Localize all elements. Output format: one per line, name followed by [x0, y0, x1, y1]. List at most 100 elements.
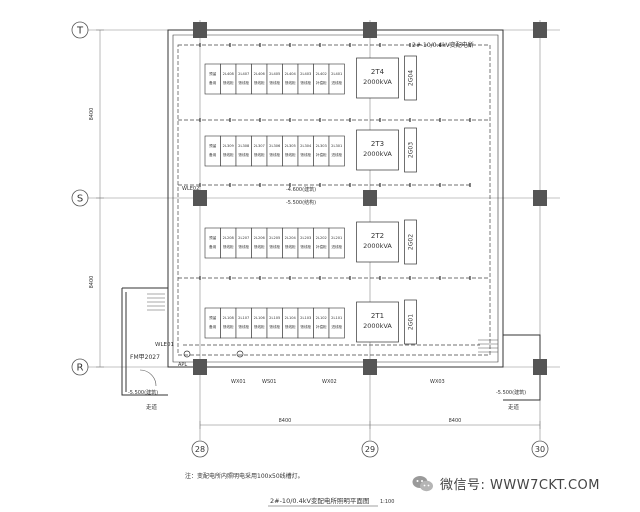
cell-code: 预留: [209, 71, 217, 76]
axis-label-S: S: [77, 194, 83, 205]
structural-columns: [193, 22, 547, 375]
cell-type: 馈线柜: [254, 324, 265, 329]
apl-label: APL: [178, 362, 187, 368]
cell-type: 馈线柜: [300, 80, 311, 85]
cell-code: 2L106: [254, 316, 266, 320]
cell-type: 馈线柜: [223, 152, 234, 157]
cell-type: 备用: [209, 152, 217, 157]
switchgear-rows: 预留备用2L408馈线柜2L407馈线柜2L406馈线柜2L405馈线柜2L40…: [204, 55, 417, 345]
axis-label-29: 29: [365, 445, 375, 454]
dim-bottom-right: 8400: [449, 418, 462, 424]
panel-row: 预留备用2L108馈线柜2L107馈线柜2L106馈线柜2L105馈线柜2L10…: [204, 299, 417, 345]
switchgear-cell: 2L101 进线柜: [328, 307, 345, 339]
tag-label: 2G02: [408, 234, 415, 250]
tag-label: 2G04: [408, 70, 415, 86]
tag-label: 2G01: [408, 314, 415, 330]
cell-code: 2L101: [331, 316, 342, 320]
switchgear-cell: 2L103 馈线柜: [297, 307, 314, 339]
axis-label-28: 28: [195, 445, 205, 454]
tag-label: 2G03: [408, 142, 415, 158]
cell-code: 2L405: [269, 72, 280, 76]
cell-type: 馈线柜: [285, 244, 296, 249]
wle02-label: WLE02: [182, 186, 199, 192]
elevation-sub: -5.500(结构): [286, 199, 316, 206]
cell-type: 备用: [209, 324, 217, 329]
cell-type: 馈线柜: [238, 80, 249, 85]
cell-code: 2L408: [223, 72, 235, 76]
elevation-bottom-right: -5.500(建筑): [496, 389, 526, 396]
axis-bubble-S: S: [71, 189, 89, 207]
light-fixtures: [199, 43, 471, 280]
cell-code: 2L402: [316, 72, 327, 76]
wx01-label: WX01: [231, 379, 246, 385]
cell-code: 2L207: [238, 236, 249, 240]
cell-code: 2L105: [269, 316, 280, 320]
cell-type: 备用: [209, 244, 217, 249]
cell-type: 进线柜: [331, 80, 342, 85]
cell-code: 2L208: [223, 236, 235, 240]
ws01-label: WS01: [262, 379, 276, 385]
cell-code: 2L303: [316, 144, 327, 148]
cell-code: 2L304: [300, 144, 312, 148]
transformer-id: 2T1: [371, 312, 384, 320]
cell-code: 2L104: [285, 316, 297, 320]
transformer-box: [356, 129, 399, 171]
cell-type: 馈线柜: [269, 244, 280, 249]
cell-type: 补偿柜: [316, 244, 327, 249]
cell-type: 馈线柜: [269, 80, 280, 85]
transformer-box: [356, 301, 399, 343]
cell-type: 馈线柜: [285, 152, 296, 157]
axis-bubble-R: R: [71, 358, 89, 376]
wx02-label: WX02: [322, 379, 337, 385]
cell-type: 馈线柜: [223, 80, 234, 85]
cell-code: 2L301: [331, 144, 342, 148]
tag-box: [404, 55, 417, 101]
drawing-scale: 1:100: [380, 499, 394, 505]
cell-type: 进线柜: [331, 324, 342, 329]
door-swing: [139, 369, 157, 387]
cell-type: 馈线柜: [238, 244, 249, 249]
transformer-capacity: 2000kVA: [363, 150, 392, 158]
dim-left-top: 8400: [89, 108, 95, 121]
stair-left: [147, 293, 165, 311]
axis-label-T: T: [76, 26, 84, 37]
cell-type: 补偿柜: [316, 80, 327, 85]
watermark: 微信号: WWW7CKT.COM: [412, 474, 600, 493]
transformer-id: 2T3: [371, 140, 384, 148]
cell-code: 2L309: [223, 144, 235, 148]
cell-type: 馈线柜: [223, 324, 234, 329]
transformer-id: 2T4: [371, 68, 385, 76]
cell-code: 2L201: [331, 236, 342, 240]
transformer-box: [356, 57, 399, 99]
cell-type: 馈线柜: [300, 152, 311, 157]
tag-box: [404, 219, 417, 265]
transformer-capacity: 2000kVA: [363, 322, 392, 330]
cell-type: 进线柜: [331, 244, 342, 249]
cell-type: 馈线柜: [300, 324, 311, 329]
watermark-text: 微信号: WWW7CKT.COM: [440, 478, 600, 493]
elevation-main: -4.600(建筑): [286, 186, 316, 193]
switchgear-cell: 2L106 馈线柜: [251, 307, 268, 339]
cell-type: 馈线柜: [254, 244, 265, 249]
cell-code: 2L103: [300, 316, 311, 320]
transformer-capacity: 2000kVA: [363, 78, 392, 86]
